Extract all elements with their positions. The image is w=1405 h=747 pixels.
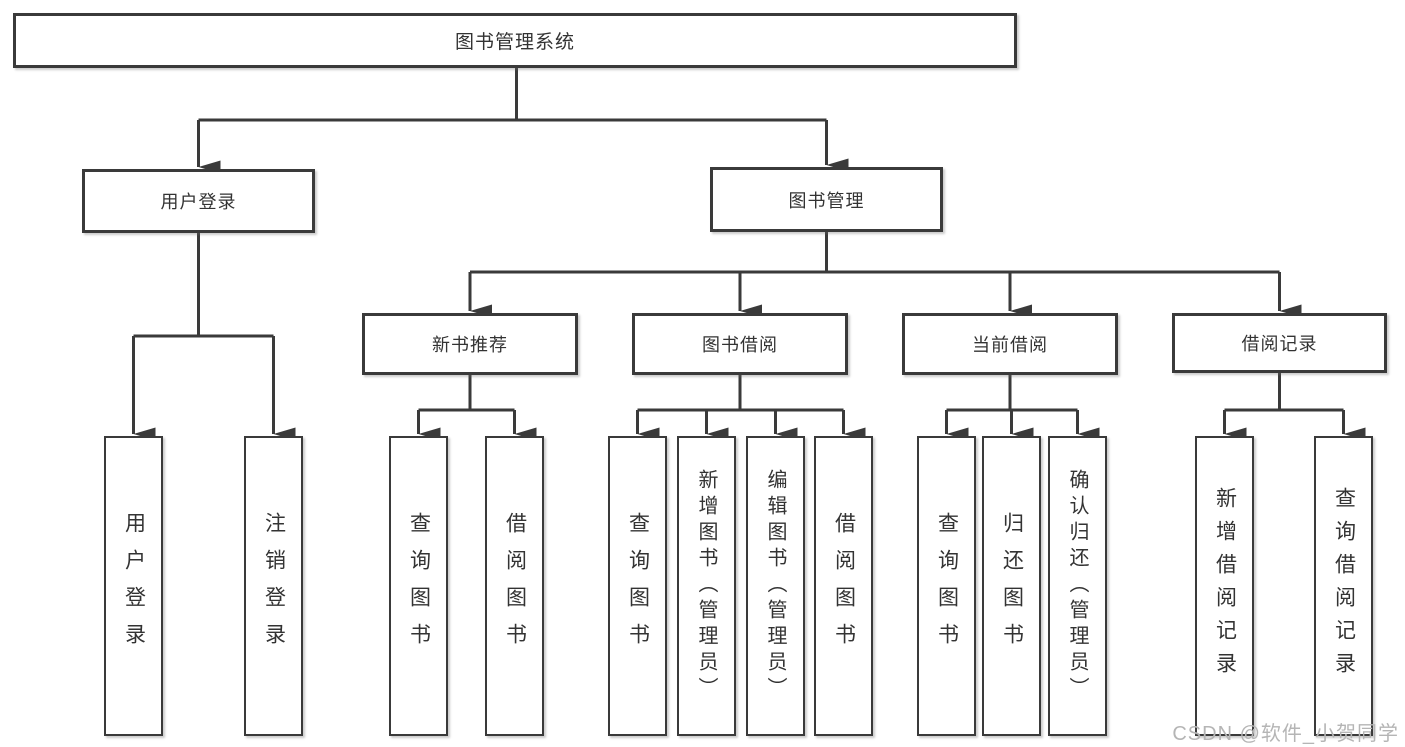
leaf-logout: 注销登录 [244,436,303,736]
leaf-records-query-borrow-record: 查询借阅记录 [1314,436,1373,736]
leaf-borrowing-edit-books-admin: 编辑图书（管理员） [746,436,805,736]
leaf-current-query-books: 查询图书 [917,436,976,736]
node-book-management: 图书管理 [710,167,943,232]
leaf-current-confirm-return-admin: 确认归还（管理员） [1048,436,1107,736]
leaf-recommend-borrow-books: 借阅图书 [485,436,544,736]
node-new-book-recommend: 新书推荐 [362,313,578,375]
leaf-borrowing-query-books: 查询图书 [608,436,667,736]
leaf-current-return-books: 归还图书 [982,436,1041,736]
node-borrow-records: 借阅记录 [1172,313,1387,373]
leaf-recommend-query-books: 查询图书 [389,436,448,736]
node-book-borrowing: 图书借阅 [632,313,848,375]
connector-lines [133,68,1344,412]
leaf-borrowing-add-books-admin: 新增图书（管理员） [677,436,736,736]
leaf-records-add-borrow-record: 新增借阅记录 [1195,436,1254,736]
leaf-user-login: 用户登录 [104,436,163,736]
csdn-watermark: CSDN @软件_小贺同学 [1172,723,1399,745]
node-user-login-group: 用户登录 [82,169,315,233]
arrow-down-icon [132,120,1366,441]
node-current-borrowing: 当前借阅 [902,313,1118,375]
leaf-borrowing-borrow-books: 借阅图书 [814,436,873,736]
node-library-management-system: 图书管理系统 [13,13,1017,68]
